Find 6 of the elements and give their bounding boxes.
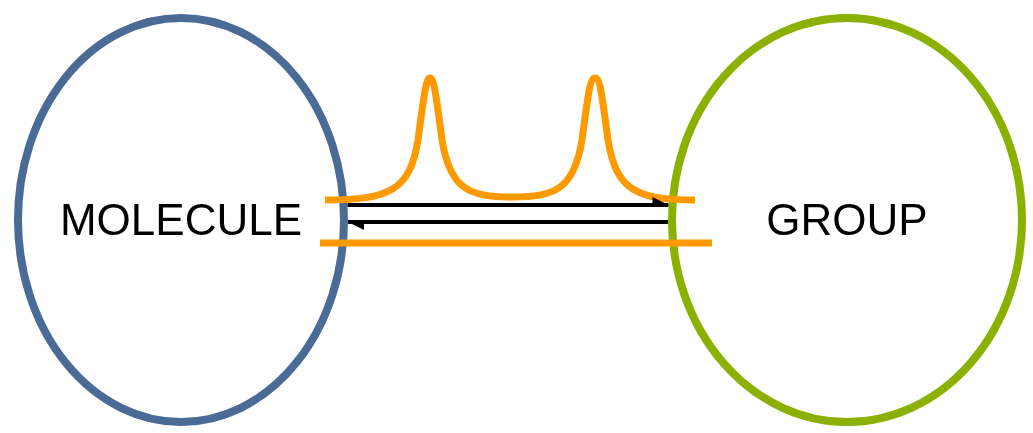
arrow xyxy=(347,197,669,207)
arrow xyxy=(348,220,668,230)
node-label: GROUP xyxy=(766,195,928,245)
oval-node xyxy=(668,14,1026,426)
node-label: MOLECULE xyxy=(59,195,303,245)
oval-node xyxy=(14,14,348,426)
